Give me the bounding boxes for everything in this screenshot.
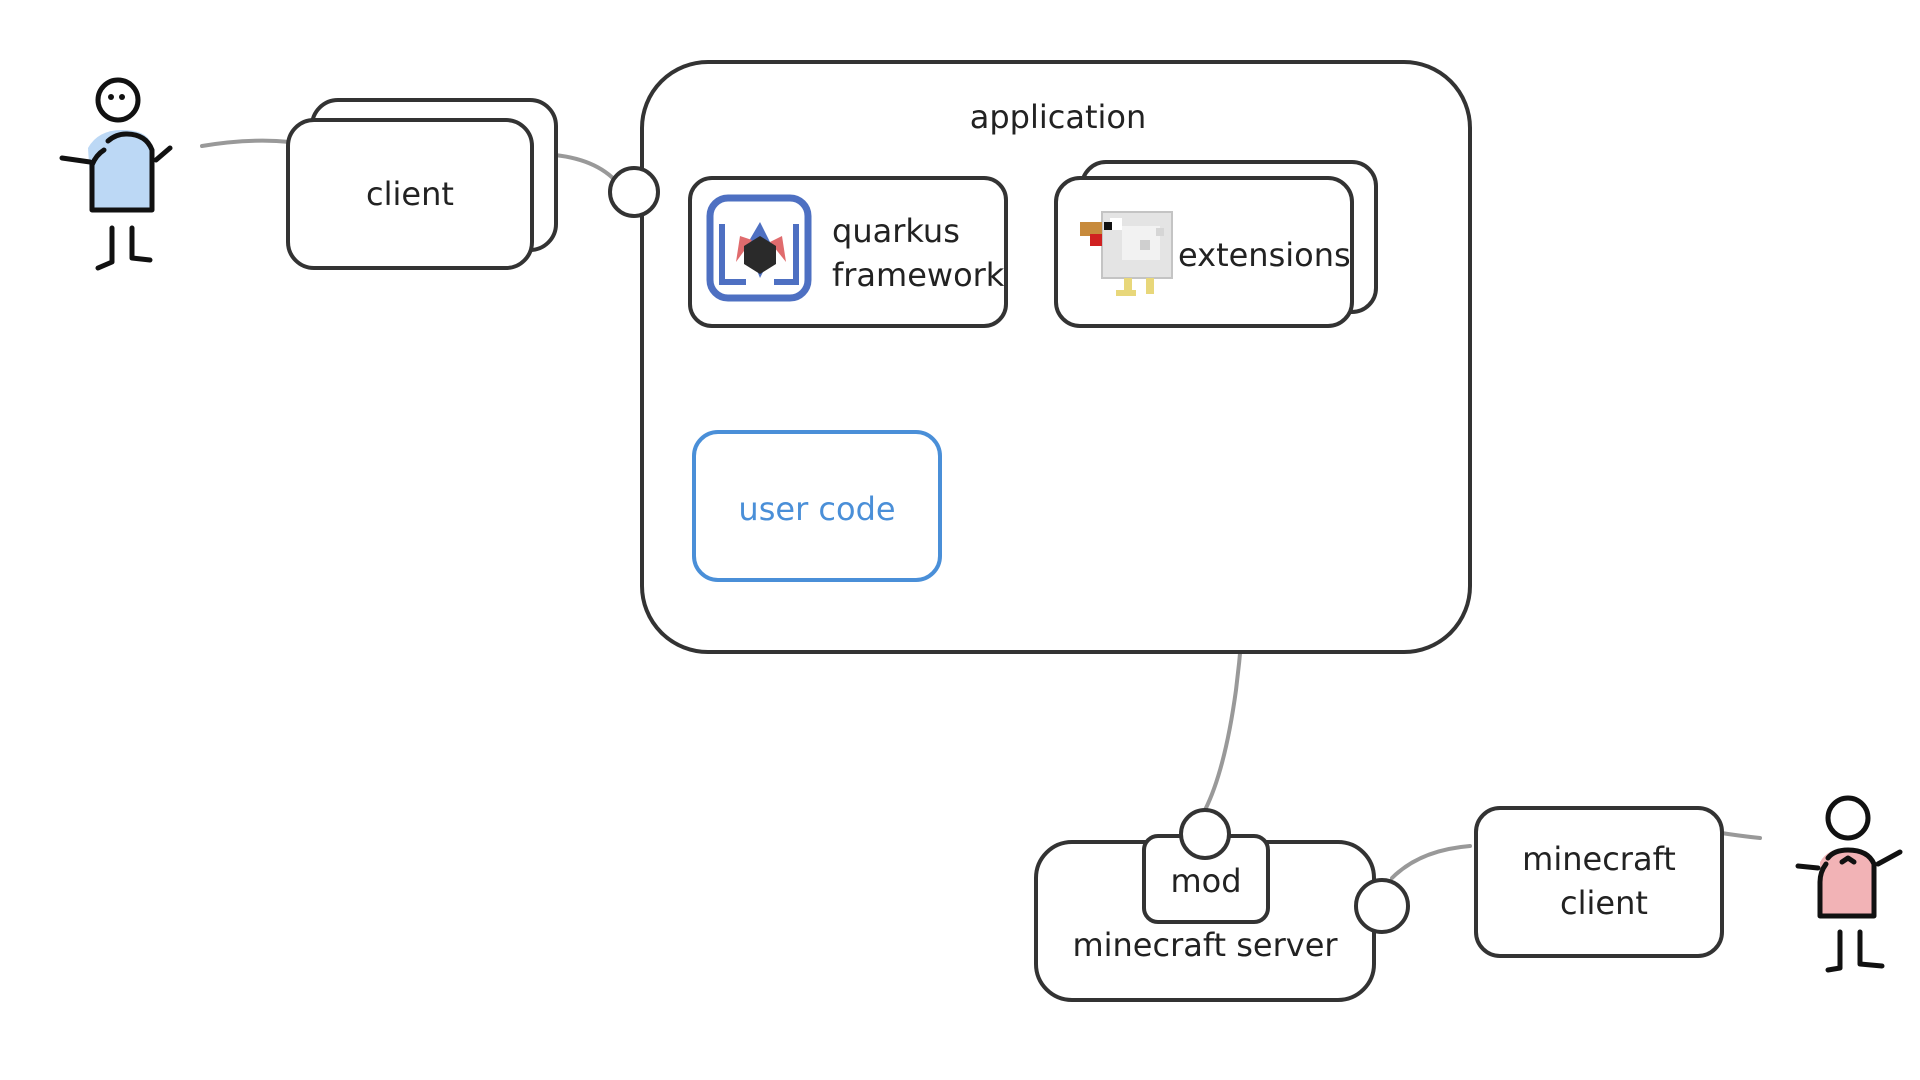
minecraft-server-port: [1354, 878, 1410, 934]
client-box: client: [286, 98, 558, 270]
extensions-label: extensions: [1178, 236, 1351, 274]
application-port: [608, 166, 660, 218]
minecraft-server-label: minecraft server: [1072, 926, 1338, 964]
application-label: application: [970, 98, 1147, 136]
mod-port: [1179, 808, 1231, 860]
quarkus-framework-box: quarkus framework: [688, 176, 1008, 328]
wire-server-minecraft-client: [1390, 844, 1472, 880]
wire-client-application: [553, 153, 622, 188]
user-code-label: user code: [738, 490, 895, 528]
user-code-box: user code: [692, 430, 942, 582]
mod-label: mod: [1170, 862, 1241, 900]
minecraft-chicken-icon: [1080, 211, 1173, 296]
mod-box: mod: [1142, 834, 1270, 924]
right-user-icon: [1795, 795, 1903, 973]
client-label: client: [366, 175, 454, 213]
quarkus-logo-icon: [706, 194, 812, 302]
quarkus-label-line1: quarkus: [832, 212, 960, 250]
quarkus-label-line2: framework: [832, 256, 1005, 294]
minecraft-client-box: minecraft client: [1474, 806, 1724, 958]
minecraft-client-label-line1: minecraft: [1522, 840, 1676, 878]
minecraft-client-label-line2: client: [1560, 884, 1648, 922]
extensions-box: extensions: [1054, 160, 1378, 328]
wire-user-client: [200, 138, 292, 148]
left-user-icon: [59, 77, 173, 271]
